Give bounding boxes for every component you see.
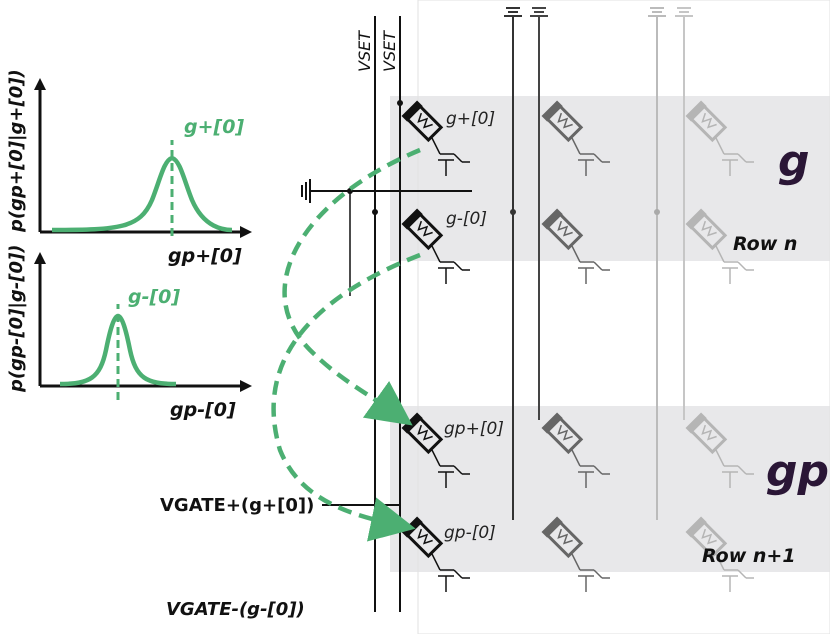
- plot-bottom-ylabel: p(gp-[0]|g-[0]): [6, 245, 27, 393]
- gate-minus-label: VGATE-(g-[0]): [166, 599, 305, 620]
- cell-label-g-minus: g-[0]: [446, 209, 487, 229]
- gate-plus-label: VGATE+(g+[0]): [160, 495, 314, 516]
- cell-label-gp-plus: gp+[0]: [444, 419, 504, 439]
- band-g: [390, 96, 830, 261]
- top-ground-1: [504, 7, 522, 520]
- plot-bottom-xlabel: gp-[0]: [170, 399, 236, 421]
- top-ground-4: [675, 7, 693, 420]
- region-label-gp: gp: [766, 446, 829, 497]
- top-ground-2: [530, 7, 548, 420]
- row-n1-label: Row n+1: [702, 545, 796, 567]
- band-gp: [390, 406, 830, 572]
- arrow-gplus-to-gpplus: [282, 147, 421, 426]
- plot-top-xlabel: gp+[0]: [168, 245, 242, 267]
- cell-label-gp-minus: gp-[0]: [444, 523, 496, 543]
- vset-label-1: VSET: [355, 30, 374, 72]
- cell-label-g-plus: g+[0]: [446, 109, 495, 129]
- region-label-g: g: [778, 136, 810, 187]
- plot-bottom-peak-label: g-[0]: [128, 286, 180, 308]
- top-ground-3: [648, 7, 666, 520]
- vset-label-2: VSET: [380, 30, 399, 72]
- plot-bottom: [34, 252, 252, 400]
- plot-top: [34, 78, 252, 238]
- plot-top-ylabel: p(gp+[0]|g+[0]): [6, 69, 27, 233]
- row-n-label: Row n: [733, 233, 797, 255]
- array-frame: [417, 0, 830, 634]
- arrow-gminus-to-gpminus: [271, 252, 421, 542]
- plot-top-peak-label: g+[0]: [184, 116, 244, 138]
